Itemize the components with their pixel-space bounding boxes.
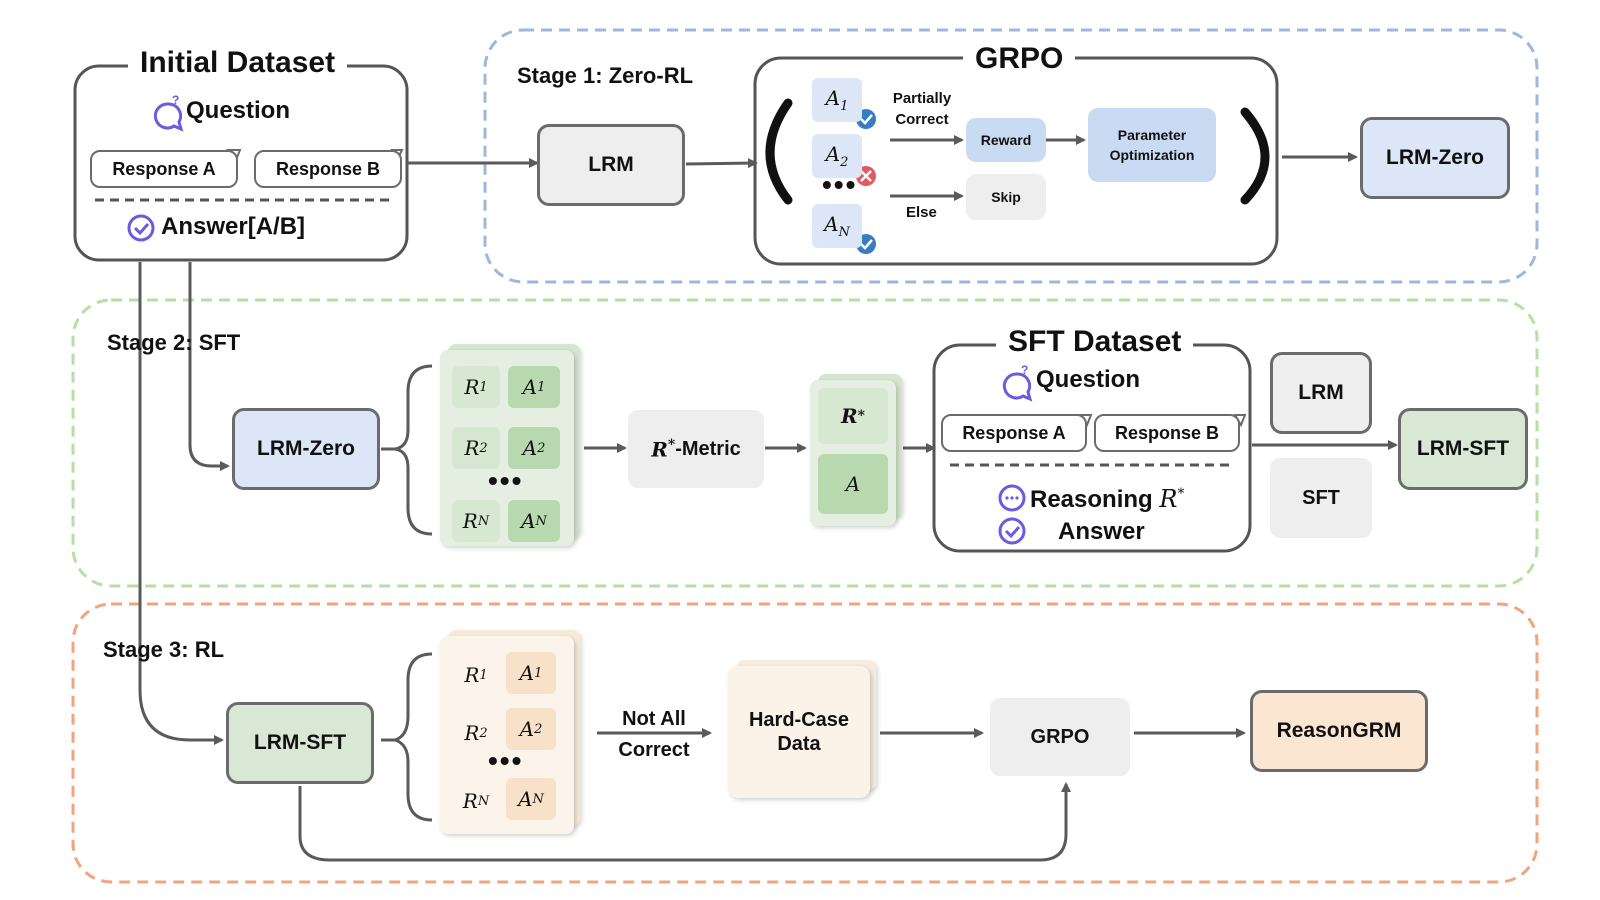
stage1-sample-a1: A1	[812, 78, 862, 122]
answer-check-icon	[998, 517, 1026, 545]
stage3-lrm-sft-input: LRM-SFT	[226, 702, 374, 784]
grpo-right-bracket	[1240, 107, 1270, 205]
stage2-frame	[71, 298, 1539, 588]
initial-dataset-title: Initial Dataset	[128, 46, 348, 80]
stage1-lrm-node: LRM	[537, 124, 685, 206]
sft-response-b-chip: Response B	[1094, 414, 1240, 452]
stage3-grpo-node: GRPO	[990, 698, 1130, 776]
svg-text:?: ?	[1021, 363, 1028, 377]
r-star-metric-node: R*-Metric	[628, 410, 764, 488]
stage1-frame	[483, 28, 1539, 284]
sft-response-a-chip: Response A	[941, 414, 1087, 452]
stage2-label: Stage 2: SFT	[107, 330, 241, 355]
response-a-chip: Response A	[90, 150, 238, 188]
stage3-frame	[71, 602, 1539, 884]
stage2-lrm-zero-input: LRM-Zero	[232, 408, 380, 490]
grpo-left-bracket	[765, 98, 793, 205]
stage3-brace	[389, 652, 433, 822]
stage1-sample-an: AN	[812, 204, 862, 248]
grpo-title: GRPO	[963, 42, 1076, 76]
sft-dataset-reasoning: Reasoning R*	[1030, 485, 1185, 513]
response-b-chip: Response B	[254, 150, 402, 188]
initial-dataset-question: Question	[186, 97, 291, 124]
stage2-lrm-node: LRM	[1270, 352, 1372, 434]
stage1-sample-a2: A2	[812, 134, 862, 178]
stage1-ellipsis: •••	[822, 169, 858, 200]
sft-dataset-title: SFT Dataset	[996, 325, 1194, 359]
reward-node: Reward	[966, 118, 1046, 162]
stage3-ellipsis: •••	[488, 745, 524, 776]
initial-dataset-answer: Answer[A/B]	[161, 213, 306, 240]
reasoning-bubble-icon	[998, 484, 1026, 512]
sft-dataset-question: Question	[1036, 366, 1141, 393]
selected-a: A	[818, 454, 888, 514]
answer-check-icon	[127, 214, 155, 242]
question-bubble-icon: ?	[153, 93, 184, 132]
else-label: Else	[906, 204, 937, 221]
stage2-ellipsis: •••	[488, 465, 524, 496]
reasongrm-output: ReasonGRM	[1250, 690, 1428, 772]
stage1-lrm-zero-output: LRM-Zero	[1360, 117, 1510, 199]
stage2-sft-node: SFT	[1270, 458, 1372, 538]
question-bubble-icon: ?	[1002, 363, 1033, 402]
stage3-label: Stage 3: RL	[103, 637, 225, 662]
partially-correct-label: Partially Correct	[892, 90, 952, 128]
stage2-lrm-sft-output: LRM-SFT	[1398, 408, 1528, 490]
parameter-optimization-node: Parameter Optimization	[1088, 108, 1216, 182]
stage1-label: Stage 1: Zero-RL	[517, 63, 694, 88]
not-all-correct-label: Not All Correct	[618, 708, 690, 761]
sft-dataset-answer: Answer	[1058, 518, 1145, 545]
selected-r-star: R*	[818, 388, 888, 444]
svg-text:?: ?	[172, 93, 179, 107]
skip-node: Skip	[966, 174, 1046, 220]
stage2-brace	[394, 364, 433, 536]
hard-case-data-node: Hard-Case Data	[728, 666, 870, 798]
